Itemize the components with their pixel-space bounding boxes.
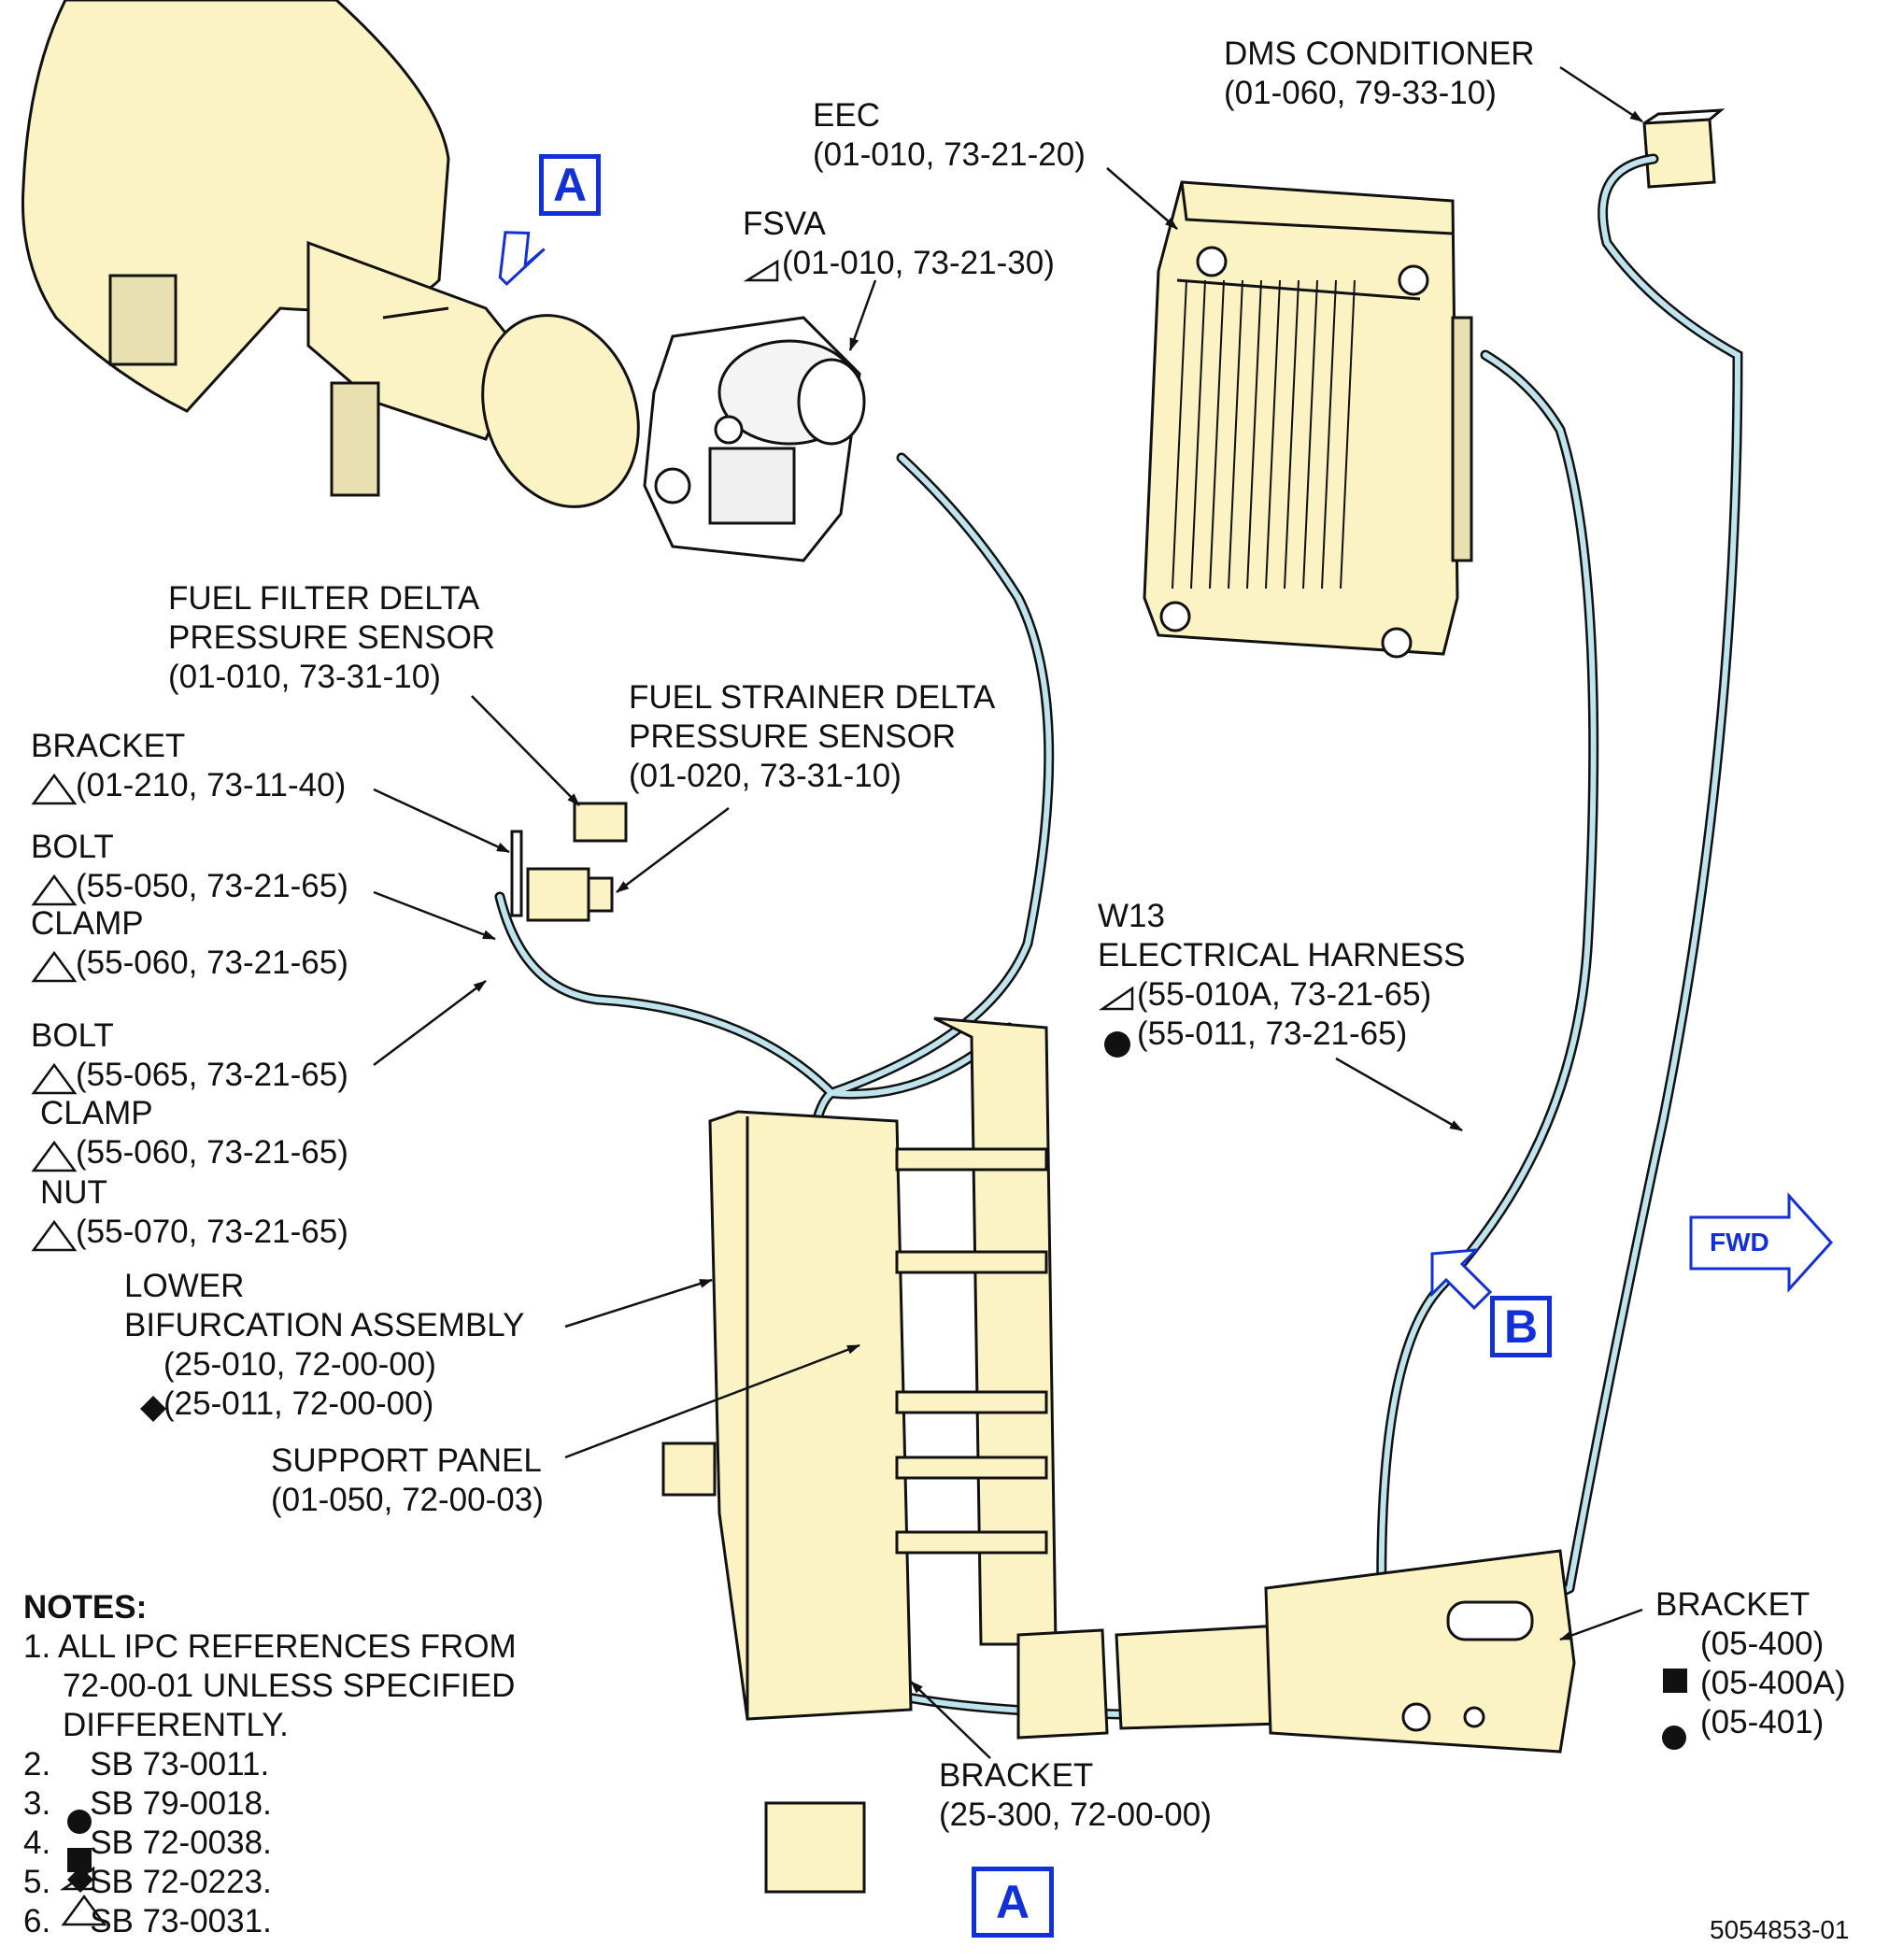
label-bracket-05-400: BRACKET (05-400) (05-400A) (05-401)	[1655, 1586, 1846, 1740]
note-filled-symbols	[67, 1031, 1687, 1893]
engine-illustration	[21, 0, 640, 508]
notes-block: NOTES: 1. ALL IPC REFERENCES FROM 72-00-…	[23, 1589, 517, 1939]
view-ref-b: B	[1490, 1296, 1552, 1357]
figure-number: 5054853-01	[1710, 1915, 1850, 1944]
view-ref-a-bottom: A	[972, 1867, 1054, 1938]
fwd-label: FWD	[1710, 1228, 1769, 1257]
label-dms-conditioner: DMS CONDITIONER(01-060, 79-33-10)	[1224, 36, 1535, 111]
eec-component	[1143, 180, 1473, 659]
label-clamp-55-060-b: CLAMP (55-060, 73-21-65)	[40, 1095, 348, 1171]
notes-title: NOTES:	[23, 1589, 148, 1626]
leader-lines	[373, 65, 1643, 1759]
support-panel-and-bracket	[1016, 1549, 1576, 1754]
fwd-arrow-shape	[1689, 1192, 1834, 1293]
label-bracket-25-300: BRACKET(25-300, 72-00-00)	[939, 1757, 1212, 1833]
view-ref-a-top: A	[539, 154, 601, 216]
label-eec: EEC(01-010, 73-21-20)	[813, 97, 1086, 173]
label-fsva: FSVA (01-010, 73-21-30)	[743, 206, 1055, 281]
label-nut-55-070: NUT (55-070, 73-21-65)	[40, 1174, 348, 1250]
dms-conditioner-component	[1642, 108, 1726, 189]
label-clamp-55-060: CLAMP (55-060, 73-21-65)	[31, 905, 348, 981]
fuel-sensors	[510, 802, 628, 922]
label-support-panel: SUPPORT PANEL(01-050, 72-00-03)	[271, 1442, 544, 1518]
label-bracket-01-210: BRACKET (01-210, 73-11-40)	[31, 728, 347, 803]
fsva-component	[643, 316, 866, 562]
view-arrow-a	[498, 231, 546, 287]
label-bolt-55-065: BOLT (55-065, 73-21-65)	[31, 1017, 348, 1093]
view-arrow-b	[1430, 1248, 1493, 1311]
label-bolt-55-050: BOLT (55-050, 73-21-65)	[31, 829, 348, 904]
